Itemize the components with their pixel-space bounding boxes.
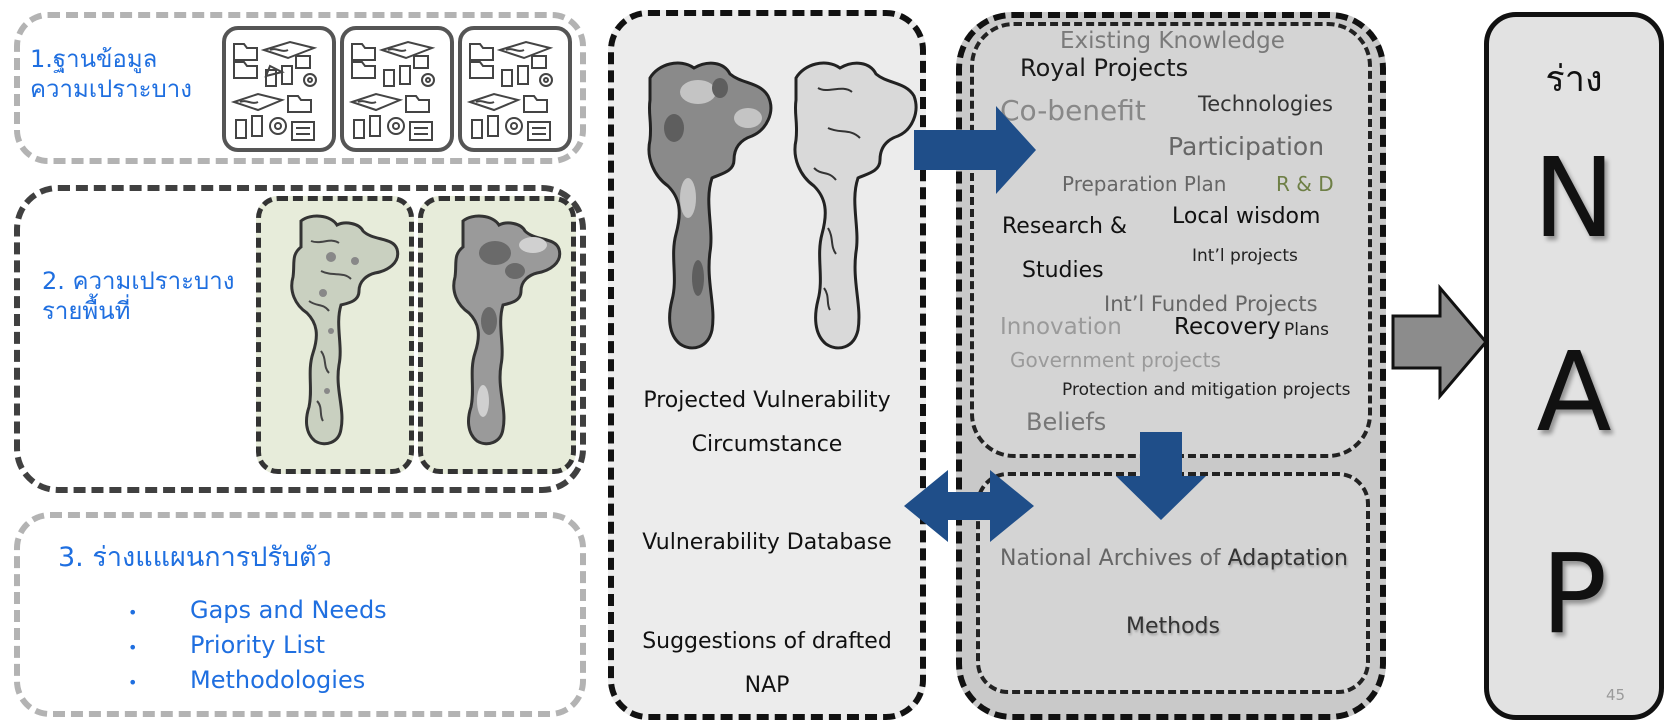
database-icon-tile bbox=[340, 26, 454, 152]
documents-maps-icon bbox=[230, 40, 318, 141]
section1-line1: 1.ฐานข้อมูล bbox=[30, 45, 158, 73]
nap-draft-box bbox=[1484, 12, 1664, 720]
arrow-to-nap-icon bbox=[1391, 283, 1488, 401]
word-participation: Participation bbox=[1168, 132, 1325, 161]
area-map-tile bbox=[256, 196, 414, 474]
word-studies: Studies bbox=[1022, 258, 1104, 283]
area-map-tile bbox=[418, 196, 576, 474]
bullet-icon: • bbox=[128, 603, 138, 622]
area-vulnerability-section bbox=[14, 185, 586, 493]
word-preparation-plan: Preparation Plan bbox=[1062, 172, 1227, 196]
projected-maps-illustration bbox=[647, 61, 918, 350]
projected-vulnerability-line2: Circumstance bbox=[691, 432, 843, 457]
nap-letter-n: N bbox=[1532, 134, 1616, 262]
section2-line1: 2. ความเปราะบาง bbox=[42, 267, 235, 295]
word-co-benefit: Co-benefit bbox=[1000, 94, 1146, 127]
vulnerability-database-label: Vulnerability Database bbox=[642, 530, 892, 555]
national-archives-box bbox=[976, 472, 1370, 694]
documents-maps-icon bbox=[466, 40, 554, 141]
list-item: •Priority List bbox=[128, 629, 387, 664]
bullet-icon: • bbox=[128, 638, 138, 657]
nap-letter-p: P bbox=[1540, 530, 1608, 658]
word-intl-projects: Int’l projects bbox=[1192, 246, 1298, 266]
documents-maps-icon bbox=[348, 40, 436, 141]
database-icon-tile bbox=[222, 26, 336, 152]
section3-title: 3. ร่างแแผนการปรับตัว bbox=[58, 542, 332, 573]
section3-list: •Gaps and Needs •Priority List •Methodol… bbox=[128, 594, 387, 699]
word-research: Research & bbox=[1002, 214, 1128, 239]
section1-label: 1.ฐานข้อมูล ความเปราะบาง bbox=[30, 44, 192, 104]
word-technologies: Technologies bbox=[1198, 92, 1333, 116]
section1-line2: ความเปราะบาง bbox=[30, 75, 192, 103]
word-royal-projects: Royal Projects bbox=[1020, 54, 1189, 82]
nap-draft-label: ร่าง bbox=[1545, 59, 1603, 100]
list-item: •Gaps and Needs bbox=[128, 594, 387, 629]
knowledge-word-cloud bbox=[970, 22, 1372, 458]
word-intl-funded-projects: Int’l Funded Projects bbox=[1104, 292, 1318, 316]
nap-letter-a: A bbox=[1536, 328, 1612, 456]
list-item: •Methodologies bbox=[128, 664, 387, 699]
area-map-icon bbox=[290, 214, 400, 446]
area-map-icon bbox=[452, 214, 562, 446]
bullet-icon: • bbox=[128, 673, 138, 692]
word-r-and-d: R & D bbox=[1276, 172, 1334, 196]
database-icon-tile bbox=[458, 26, 572, 152]
archives-line2: Methods bbox=[1126, 614, 1220, 639]
word-innovation: Innovation bbox=[1000, 314, 1122, 340]
word-existing-knowledge: Existing Knowledge bbox=[1060, 28, 1285, 54]
section2-line2: รายพื้นที่ bbox=[42, 297, 131, 325]
word-beliefs: Beliefs bbox=[1026, 408, 1107, 436]
suggestions-line1: Suggestions of drafted bbox=[642, 629, 892, 654]
archives-line1: National Archives of Adaptation bbox=[1000, 546, 1348, 571]
vulnerability-map-shaded bbox=[647, 61, 773, 350]
word-local-wisdom: Local wisdom bbox=[1172, 204, 1321, 229]
word-government-projects: Government projects bbox=[1010, 348, 1221, 372]
page-number: 45 bbox=[1606, 686, 1626, 704]
section2-label: 2. ความเปราะบาง รายพื้นที่ bbox=[42, 266, 234, 326]
projected-vulnerability-line1: Projected Vulnerability bbox=[643, 388, 891, 413]
word-recovery: Recovery bbox=[1174, 314, 1281, 340]
suggestions-line2: NAP bbox=[744, 673, 790, 698]
draft-adaptation-plan-section bbox=[14, 512, 586, 717]
word-protection-mitigation: Protection and mitigation projects bbox=[1062, 380, 1351, 400]
vulnerability-database-section bbox=[14, 12, 586, 164]
word-plans: Plans bbox=[1284, 320, 1330, 340]
vulnerability-map-outline bbox=[793, 61, 918, 350]
